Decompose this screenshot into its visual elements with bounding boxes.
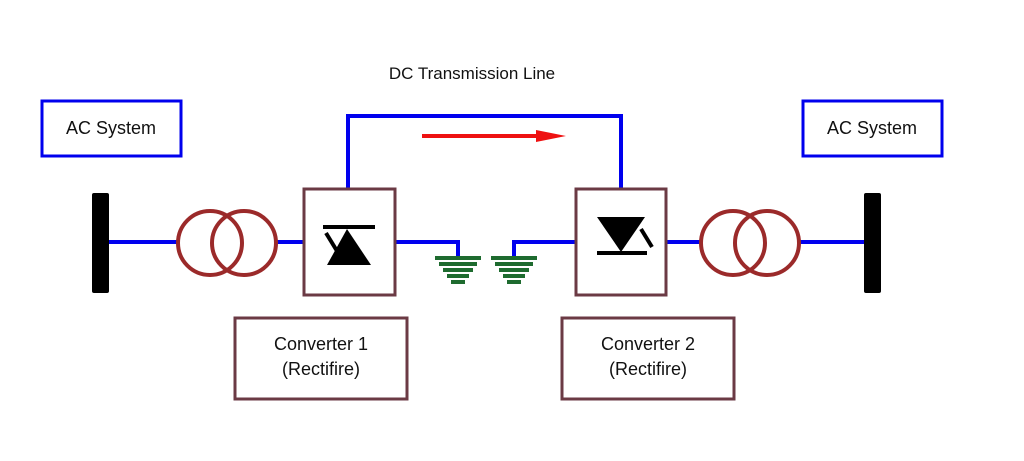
converter-1-type: (Rectifire) [282,359,360,379]
converter-1-block [302,187,397,297]
ground-icon [435,256,481,284]
power-flow-arrow-icon [422,130,566,142]
thyristor-icon [597,217,654,255]
busbar-icon [864,193,881,293]
ac-system-right-label: AC System [827,118,917,138]
ac-system-right: AC System [801,99,944,158]
converter-1-name: Converter 1 [274,334,368,354]
transformer-icon [699,209,801,277]
busbar-icon [92,193,109,293]
converter-1-label-box: Converter 1 (Rectifire) [233,316,409,401]
converter-2-name: Converter 2 [601,334,695,354]
ground-icon [491,256,537,284]
diagram-title: DC Transmission Line [389,64,555,83]
ac-system-left: AC System [40,99,183,158]
thyristor-icon [323,225,375,265]
dc-return-line-right [512,240,576,256]
dc-transmission-line [346,114,623,189]
dc-return-line-left [396,240,460,256]
transformer-icon [176,209,278,277]
converter-2-block [574,187,668,297]
ac-system-left-label: AC System [66,118,156,138]
converter-2-label-box: Converter 2 (Rectifire) [560,316,736,401]
converter-2-type: (Rectifire) [609,359,687,379]
